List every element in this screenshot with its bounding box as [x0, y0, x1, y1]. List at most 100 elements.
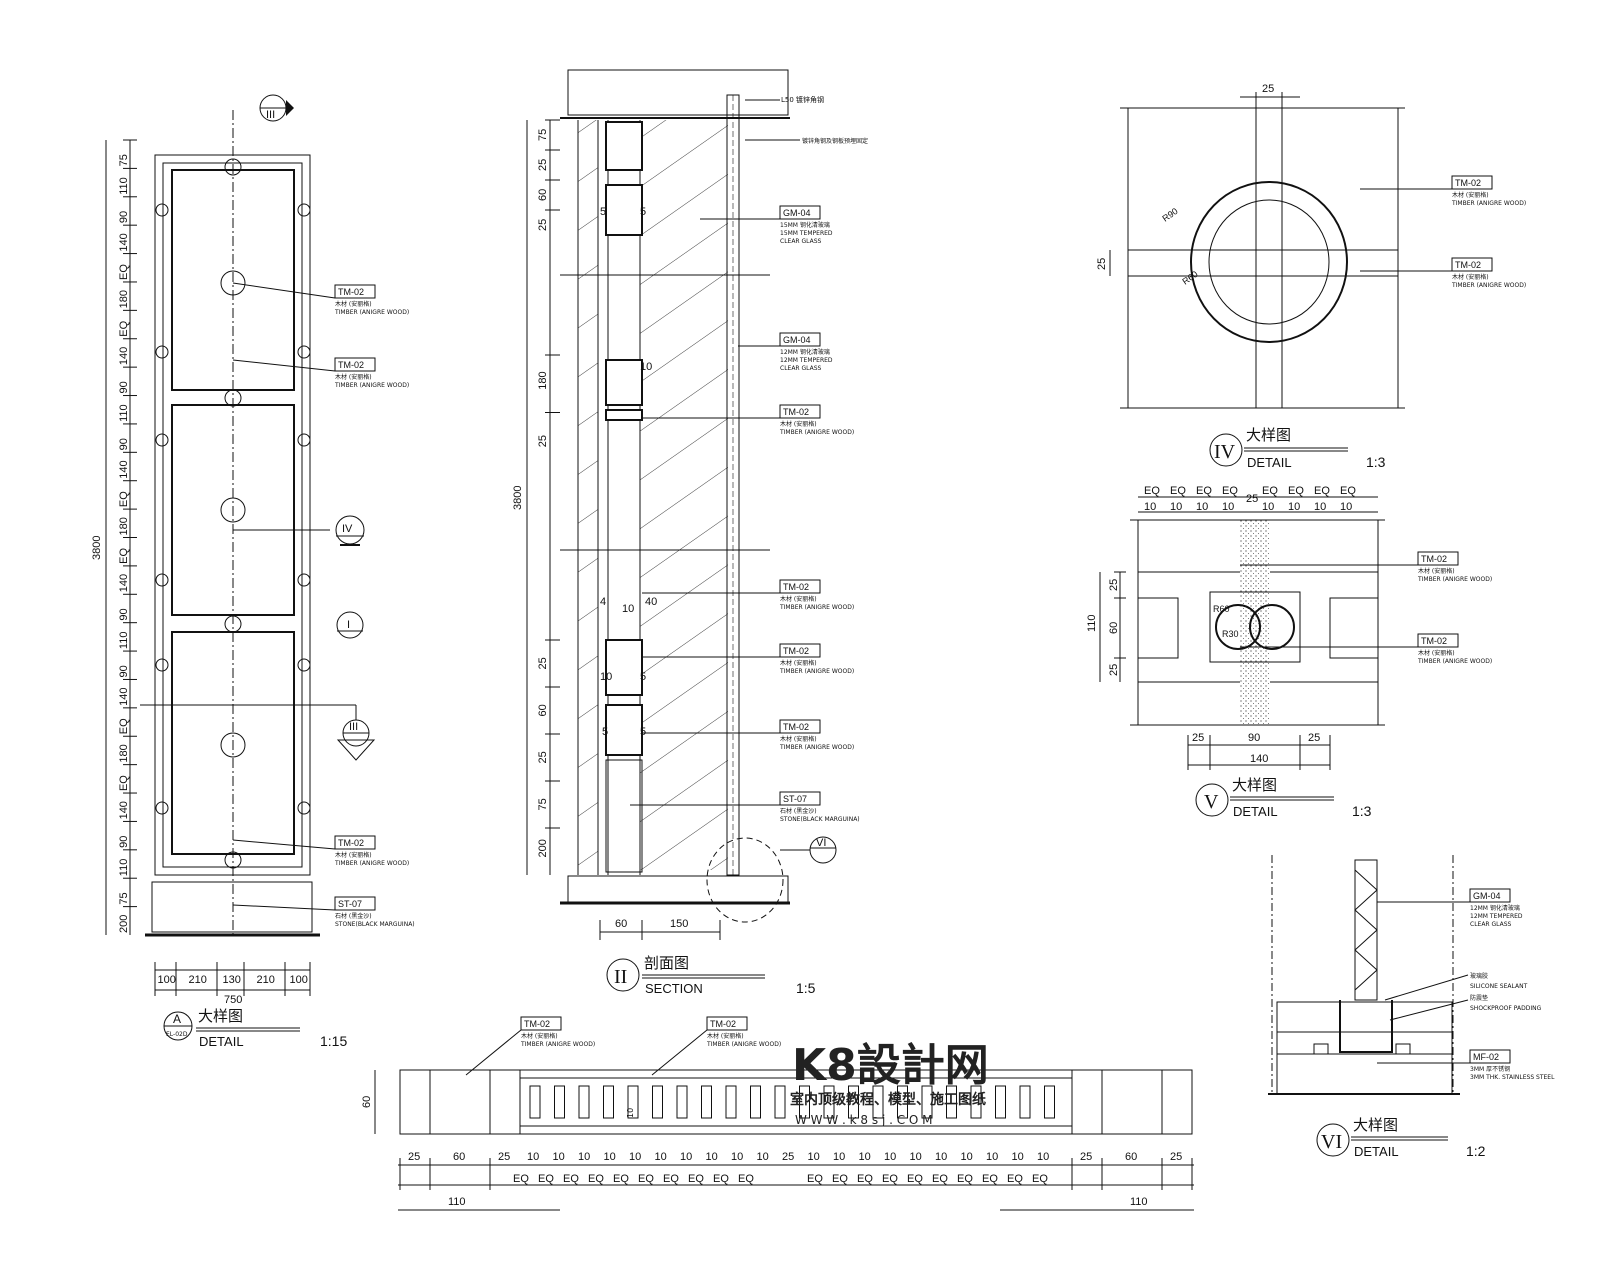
elev-dim-label: 180	[118, 744, 130, 762]
material-tag-cn: 木材 (安丽格)	[335, 300, 372, 308]
material-tag-en2: CLEAR GLASS	[1470, 921, 1512, 928]
elev-dim-label: 75	[118, 154, 130, 166]
svg-text:IV: IV	[1214, 441, 1236, 463]
section-top-note: 镀锌角钢及钢板预埋固定	[802, 137, 868, 145]
elev-dim-label: EQ	[118, 264, 130, 280]
plan-slat	[725, 1085, 737, 1119]
plan-mid-dim: 10	[527, 1151, 539, 1163]
material-tag-leader	[651, 1029, 708, 1076]
section-small-dim: 5	[602, 726, 608, 738]
elev-dim-label: 140	[118, 460, 130, 478]
material-tag-box	[779, 404, 821, 419]
detail-v-bottom-label: 25	[1192, 732, 1204, 744]
svg-text:III: III	[266, 109, 275, 121]
detail-iv-ornament	[1190, 181, 1348, 343]
material-tag-en: TIMBER (ANIGRE WOOD)	[1451, 282, 1526, 289]
plan-eq-left: EQ	[513, 1173, 529, 1185]
material-tag-en1: 12MM TEMPERED	[1470, 913, 1523, 920]
material-tag-leader	[232, 359, 336, 372]
elev-dim-label: 180	[118, 290, 130, 308]
section-dim-label: 25	[537, 657, 549, 669]
svg-text:II: II	[614, 966, 627, 988]
section-dim-label: 75	[537, 798, 549, 810]
elev-dim-label: 90	[118, 438, 130, 450]
material-tag-box	[334, 357, 376, 372]
section-dim-label: 25	[537, 159, 549, 171]
material-tag-code: TM-02	[783, 646, 809, 656]
plan-mid-dim: 10	[910, 1151, 922, 1163]
material-tag-box	[334, 835, 376, 850]
detail-vi-screed	[1276, 1001, 1453, 1033]
elev-dim-label: 110	[118, 632, 130, 650]
svg-text:III: III	[349, 721, 358, 733]
svg-text:V: V	[1204, 791, 1219, 813]
material-tag-cn: 木材 (安丽格)	[780, 735, 817, 743]
elev-dim-label: 90	[118, 381, 130, 393]
elev-dim-label: 200	[118, 915, 130, 933]
svg-text:SILICONE SEALANT: SILICONE SEALANT	[1470, 983, 1528, 990]
material-tag-box	[706, 1016, 748, 1031]
material-tag-en1: TIMBER (ANIGRE WOOD)	[779, 429, 854, 436]
elevation-scale: 1:15	[320, 1033, 347, 1049]
plan-eq-left: EQ	[563, 1173, 579, 1185]
detail-vi-steel-channel	[1339, 1000, 1393, 1053]
plan-mid-dim: 10	[935, 1151, 947, 1163]
material-tag-cn: 木材 (安丽格)	[1452, 191, 1489, 199]
plan-mid-dim: 25	[782, 1151, 794, 1163]
plan-slat	[970, 1085, 982, 1119]
plan-mid-dim: 10	[706, 1151, 718, 1163]
material-tag-en: TIMBER (ANIGRE WOOD)	[520, 1041, 595, 1048]
detail-vi-glass	[1354, 859, 1378, 1001]
section-frame-blocks	[605, 121, 643, 756]
detail-v-eq: EQ	[1196, 485, 1212, 497]
material-tag-leader	[465, 1029, 522, 1076]
elev-dim-label: 140	[118, 687, 130, 705]
section-small-dim: 4	[600, 596, 606, 608]
plan-dim-label: 25	[408, 1151, 420, 1163]
section-stone-base	[605, 759, 643, 873]
material-tag-en: TIMBER (ANIGRE WOOD)	[1451, 200, 1526, 207]
svg-text:A: A	[173, 1012, 181, 1026]
detail-v-center	[1209, 591, 1301, 663]
material-tag-cn: 石材 (黑金沙)	[335, 912, 372, 920]
section-floor	[567, 875, 789, 903]
detail-iv-slats	[1127, 107, 1399, 409]
detail-v-left-label: 60	[1108, 622, 1120, 634]
detail-v-eq: EQ	[1170, 485, 1186, 497]
detail-v-ten: 25	[1246, 493, 1258, 505]
elev-dim-label: EQ	[118, 320, 130, 336]
elev-dim-label: 110	[118, 859, 130, 877]
detail-v-title-bubble	[1195, 783, 1229, 817]
elev-dim-label: EQ	[118, 718, 130, 734]
material-tag-code: GM-04	[1473, 891, 1501, 901]
elev-dim-label: 140	[118, 233, 130, 251]
svg-text:110: 110	[448, 1196, 466, 1208]
material-tag-cn: 12MM 钢化清玻璃	[780, 348, 830, 356]
svg-text:VI: VI	[816, 837, 826, 849]
detail-v-ten: 10	[1144, 501, 1156, 513]
plan-slat	[750, 1085, 761, 1119]
material-tag-code: TM-02	[1421, 554, 1447, 564]
detail-v-ten: 10	[1170, 501, 1182, 513]
material-tag-cn: 15MM 钢化清玻璃	[780, 221, 830, 229]
detail-v-eq: EQ	[1222, 485, 1238, 497]
material-tag-leader	[232, 839, 336, 850]
plan-slat	[848, 1085, 859, 1119]
plan-mid-dim: 10	[833, 1151, 845, 1163]
svg-text:110: 110	[1086, 614, 1098, 632]
detail-v-eq: EQ	[1262, 485, 1278, 497]
material-tag-code: TM-02	[783, 722, 809, 732]
material-tag-en1: 3MM THK. STAINLESS STEEL	[1470, 1074, 1555, 1081]
section-scale: 1:5	[796, 980, 816, 996]
plan-slat	[652, 1085, 663, 1119]
svg-text:R30: R30	[1222, 629, 1239, 639]
